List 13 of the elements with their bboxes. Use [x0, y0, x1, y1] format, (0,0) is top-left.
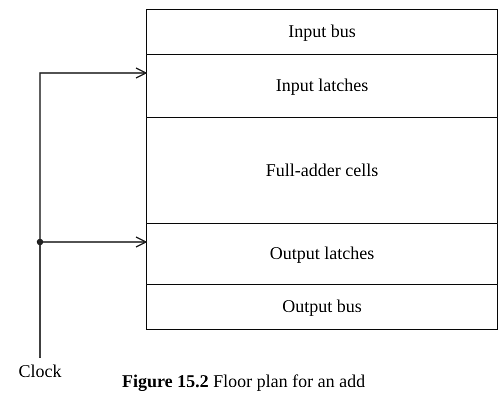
block-label: Output latches [270, 242, 374, 266]
block-label: Output bus [282, 295, 362, 318]
block-label: Full-adder cells [266, 158, 378, 182]
block-label: Clock [18, 360, 62, 382]
block-label: Input latches [276, 74, 368, 98]
floor-plan-block [146, 54, 498, 118]
floor-plan-block [146, 116, 498, 224]
floor-plan-block [146, 222, 498, 285]
figure-caption: Figure 15.2 Floor plan for an add [122, 370, 366, 393]
block-label: Input bus [288, 20, 356, 44]
floor-plan-block [146, 284, 498, 330]
arrow [39, 236, 147, 358]
floor-plan-block [146, 8, 498, 55]
